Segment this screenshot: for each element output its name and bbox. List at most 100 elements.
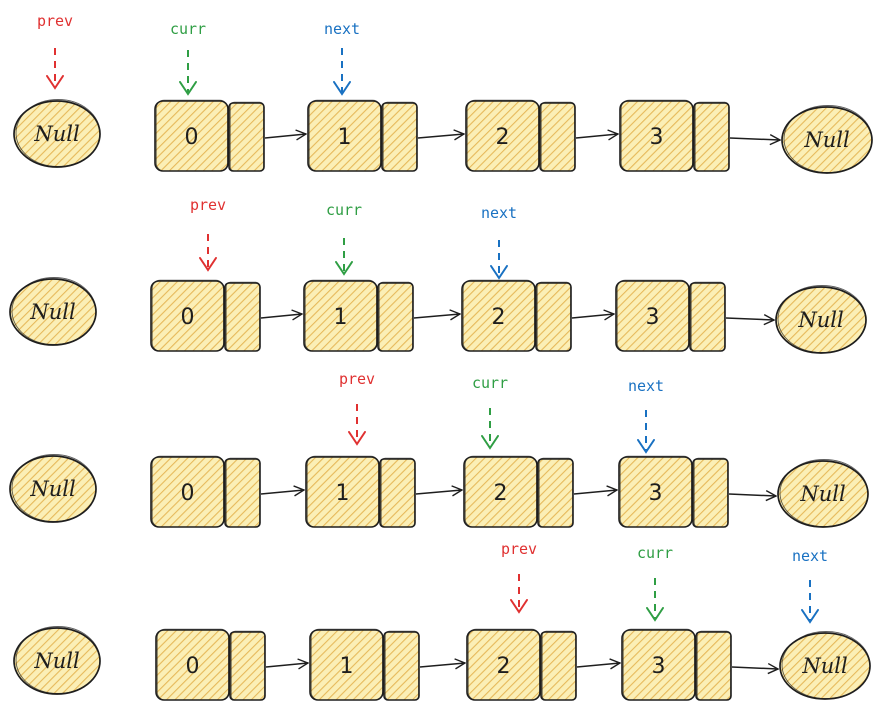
next-pointer-head: [333, 81, 351, 96]
link-arrow-0: [265, 663, 308, 667]
list-node-0: 0: [150, 455, 261, 528]
prev-pointer-head: [46, 75, 64, 90]
node-next-box-sketch: [540, 101, 576, 172]
list-node-3: 3: [615, 279, 726, 352]
node-value-label: 2: [497, 654, 511, 679]
node-next-box: [224, 282, 261, 352]
node-next-box: [229, 631, 266, 701]
node-next-box-sketch: [693, 457, 729, 528]
node-next-box-sketch: [230, 630, 266, 701]
prev-pointer-head: [510, 599, 528, 614]
node-next-box-sketch: [538, 457, 574, 528]
next-pointer-head: [801, 609, 819, 624]
step-row-1: Null 0 1 2 3 Null prev curr next: [13, 12, 873, 174]
node-next-box: [383, 631, 420, 701]
node-next-box-sketch: [384, 630, 420, 701]
left-null-node-sketch: [11, 454, 97, 522]
node-next-box-sketch: [694, 101, 730, 172]
node-value-label: 1: [336, 481, 350, 506]
node-next-box: [540, 631, 577, 701]
right-null-node-sketch: [781, 631, 871, 699]
right-null-node-sketch: [783, 105, 873, 173]
link-arrow-2: [576, 663, 620, 667]
node-value-box-sketch: [310, 628, 384, 701]
node-value-label: 2: [496, 125, 510, 150]
list-node-2: 2: [461, 279, 572, 352]
left-null-node-sketch: [15, 99, 101, 167]
node-next-box: [695, 631, 732, 701]
link-arrow-2: [571, 314, 614, 318]
node-value-box-sketch: [464, 455, 538, 528]
node-next-box: [381, 102, 418, 172]
prev-pointer-label: prev: [190, 196, 226, 214]
link-arrow-to-null: [729, 138, 780, 140]
curr-pointer-head: [335, 261, 353, 276]
curr-pointer-label: curr: [170, 20, 206, 38]
node-value-label: 3: [646, 305, 660, 330]
right-null-node-label: Null: [803, 128, 849, 152]
left-null-node-sketch: [11, 277, 97, 345]
node-next-box-sketch: [541, 630, 577, 701]
node-value-label: 0: [185, 125, 199, 150]
prev-pointer-label: prev: [37, 12, 73, 30]
link-arrow-2: [573, 490, 617, 494]
left-null-node-label: Null: [29, 477, 75, 501]
node-value-box-sketch: [156, 628, 230, 701]
left-null-node-label: Null: [29, 300, 75, 324]
list-node-0: 0: [155, 628, 266, 701]
node-value-box-sketch: [155, 99, 229, 172]
node-value-label: 0: [181, 305, 195, 330]
node-value-label: 1: [340, 654, 354, 679]
node-value-label: 2: [492, 305, 506, 330]
node-next-box-sketch: [225, 281, 261, 352]
list-node-1: 1: [303, 279, 414, 352]
prev-pointer-head: [199, 257, 217, 272]
list-node-0: 0: [150, 279, 261, 352]
node-value-box-sketch: [622, 628, 696, 701]
node-next-box-sketch: [696, 630, 732, 701]
curr-pointer-label: curr: [637, 544, 673, 562]
node-value-box-sketch: [620, 99, 694, 172]
node-next-box: [224, 458, 261, 528]
node-value-label: 1: [334, 305, 348, 330]
link-arrow-0: [260, 490, 304, 494]
node-value-box-sketch: [151, 455, 225, 528]
link-arrow-1: [419, 663, 465, 667]
left-null-node-label: Null: [33, 122, 79, 146]
right-null-node-sketch: [777, 285, 867, 353]
node-value-label: 1: [338, 125, 352, 150]
node-value-label: 0: [181, 481, 195, 506]
list-node-1: 1: [309, 628, 420, 701]
list-node-1: 1: [307, 99, 418, 172]
node-next-box: [379, 458, 416, 528]
node-value-box-sketch: [308, 99, 382, 172]
node-value-label: 0: [186, 654, 200, 679]
node-value-label: 3: [652, 654, 666, 679]
node-next-box: [535, 282, 572, 352]
next-pointer-label: next: [324, 20, 360, 38]
node-value-label: 3: [649, 481, 663, 506]
node-value-box-sketch: [616, 279, 690, 352]
node-value-label: 2: [494, 481, 508, 506]
node-next-box: [537, 458, 574, 528]
prev-pointer-label: prev: [339, 370, 375, 388]
link-arrow-1: [415, 490, 462, 494]
node-value-box-sketch: [304, 279, 378, 352]
node-next-box: [228, 102, 265, 172]
link-arrow-0: [260, 314, 302, 318]
list-node-2: 2: [465, 99, 576, 172]
node-next-box-sketch: [229, 101, 265, 172]
curr-pointer-label: curr: [326, 201, 362, 219]
curr-pointer-head: [179, 81, 197, 96]
link-arrow-to-null: [728, 494, 776, 496]
list-node-3: 3: [619, 99, 730, 172]
link-arrow-to-null: [731, 667, 778, 669]
link-arrow-1: [417, 134, 464, 138]
node-value-box-sketch: [467, 628, 541, 701]
node-next-box-sketch: [378, 281, 414, 352]
curr-pointer-head: [646, 607, 664, 622]
node-next-box: [693, 102, 730, 172]
node-value-box-sketch: [151, 279, 225, 352]
